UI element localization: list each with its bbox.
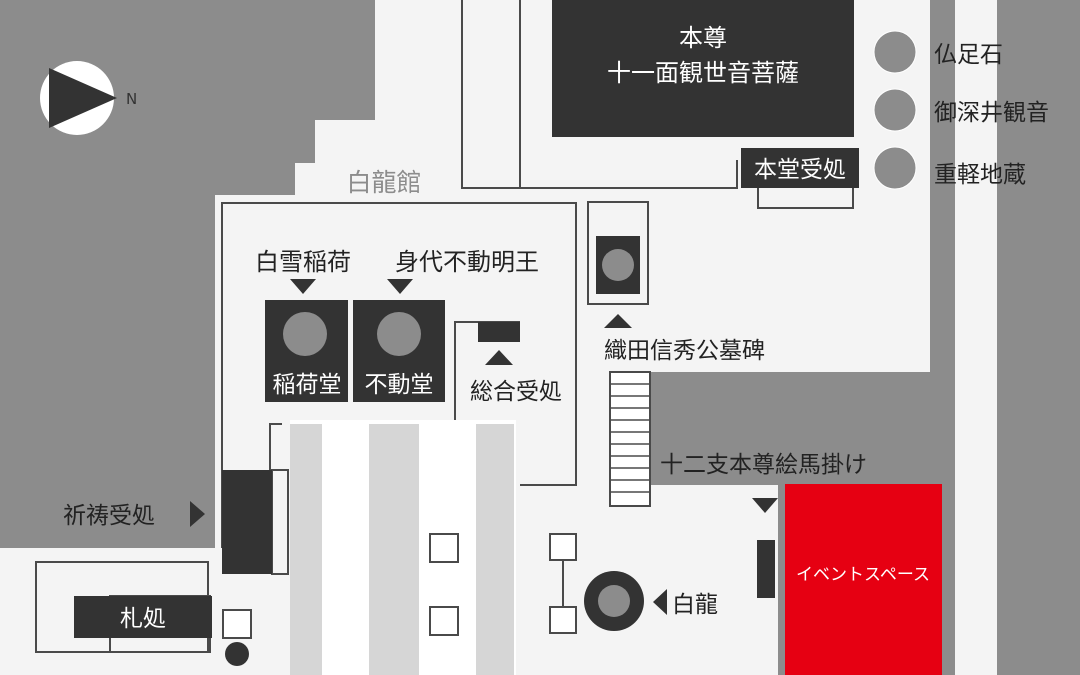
legend-marker-2 [873, 88, 917, 132]
side-road [955, 0, 997, 675]
talisman-office-label: 札処 [120, 606, 166, 632]
legend-label-ofukei-kannon: 御深井観音 [934, 100, 1049, 126]
legend-marker-3 [873, 146, 917, 190]
shirayuki-inari-label: 白雪稲荷 [255, 248, 351, 276]
lanterns [222, 533, 577, 639]
arrow-down-icon [290, 279, 316, 294]
talisman-office [74, 596, 212, 638]
north-label: N [126, 90, 137, 108]
legend-label-omokaru-jizo: 重軽地蔵 [934, 162, 1026, 188]
arrow-down-icon [752, 498, 778, 513]
general-reception-desk [478, 322, 520, 342]
north-arrow-icon [49, 68, 117, 128]
main-hall [552, 0, 854, 137]
mishiro-fudo-label: 身代不動明王 [395, 248, 539, 276]
zodiac-ema-label: 十二支本尊絵馬掛け [660, 452, 867, 478]
general-reception-label: 総合受処 [470, 379, 562, 405]
hakuryu-kan-label: 白龍館 [346, 168, 421, 197]
inari-do-marker [283, 312, 327, 356]
prayer-reception [222, 470, 272, 574]
stairs [609, 371, 651, 507]
honzon-name: 十一面観世音菩薩 [607, 59, 799, 87]
oda-grave-marker [602, 249, 634, 281]
inari-do-label: 稲荷堂 [273, 372, 342, 398]
legend-marker-1 [873, 30, 917, 74]
arrow-up-icon [485, 350, 513, 365]
fudo-do-label: 不動堂 [365, 372, 434, 398]
arrow-up-icon [604, 314, 632, 328]
path-stripe-2 [369, 424, 419, 675]
arrow-right-icon [190, 501, 205, 527]
fudo-do-marker [377, 312, 421, 356]
arrow-down-icon [387, 279, 413, 294]
north-compass: N [40, 61, 137, 135]
hakuryu-label: 白龍 [672, 592, 718, 618]
arrow-left-icon [653, 589, 667, 615]
legend-label-bussokuseki: 仏足石 [934, 42, 1003, 68]
event-space-label: イベントスペース [796, 565, 930, 585]
honzon-label: 本尊 [679, 24, 727, 52]
prayer-reception-label: 祈祷受処 [63, 503, 155, 529]
path-stripe-1 [290, 424, 322, 675]
hondo-reception-label: 本堂受処 [754, 157, 846, 183]
oda-grave-label: 織田信秀公墓碑 [604, 338, 765, 364]
lamp-dot [225, 642, 249, 666]
event-space [785, 484, 942, 675]
hondo-reception [741, 148, 859, 188]
hakuryu-marker [598, 585, 630, 617]
path-stripe-3 [476, 424, 514, 675]
ema-rack [757, 540, 775, 598]
